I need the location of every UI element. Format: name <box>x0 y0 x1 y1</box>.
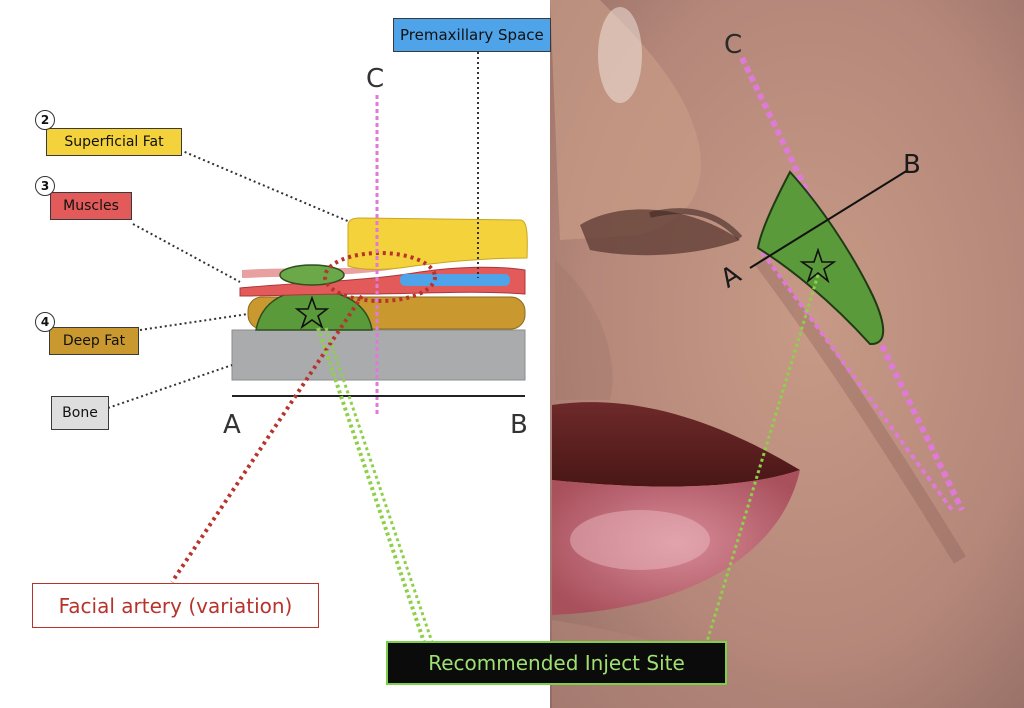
superficial-inject-region <box>279 264 345 286</box>
left-star-icon <box>294 295 330 330</box>
leader-lines <box>107 52 479 409</box>
face-photo <box>550 0 1024 708</box>
right-inject-guide-line <box>704 274 820 646</box>
right-axis-b: B <box>903 150 921 180</box>
left-axis-c: C <box>366 64 385 94</box>
right-axis-c: C <box>724 30 743 60</box>
deep-fat-number-badge: 4 <box>35 312 55 332</box>
superficial-fat-number-badge: 2 <box>35 110 55 130</box>
right-a-b-line <box>749 169 909 269</box>
premaxillary-space-label: Premaxillary Space <box>393 18 551 52</box>
deep-fat-label: Deep Fat <box>49 327 139 355</box>
superficial-fat-layer <box>347 217 528 270</box>
premaxillary-space-layer <box>400 274 510 286</box>
left-axis-a: A <box>223 410 241 440</box>
bone-label: Bone <box>51 396 109 430</box>
left-axis-b: B <box>510 410 528 440</box>
right-star-icon <box>799 247 837 284</box>
muscles-label: Muscles <box>50 192 132 220</box>
muscles-number-badge: 3 <box>35 176 55 196</box>
left-inject-guide-line-2 <box>324 327 434 643</box>
facial-artery-leader <box>170 294 364 584</box>
recommended-inject-site-label: Recommended Inject Site <box>386 641 727 685</box>
superficial-fat-label: Superficial Fat <box>46 128 182 156</box>
facial-artery-label: Facial artery (variation) <box>32 583 319 628</box>
layer-cross-section <box>231 217 528 381</box>
facial-artery-circle <box>323 251 437 303</box>
left-inject-guide-line-1 <box>316 327 426 643</box>
